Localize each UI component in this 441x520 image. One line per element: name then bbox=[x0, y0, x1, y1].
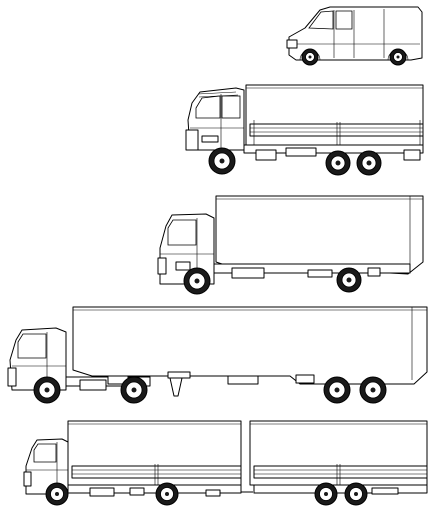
wheel bbox=[325, 150, 351, 176]
wheel bbox=[45, 482, 69, 506]
wheel bbox=[323, 376, 351, 404]
rigid-truck-three-axle bbox=[185, 84, 424, 176]
rigid-box-truck-two-axle bbox=[157, 195, 424, 295]
truck-with-drawbar-trailer bbox=[23, 420, 428, 506]
panel-van bbox=[286, 6, 423, 66]
wheel bbox=[359, 376, 387, 404]
wheel bbox=[356, 150, 382, 176]
wheel bbox=[120, 376, 148, 404]
wheel bbox=[336, 267, 362, 293]
wheel bbox=[314, 482, 338, 506]
articulated-tractor-semitrailer bbox=[7, 306, 428, 404]
wheel bbox=[389, 48, 407, 66]
wheel bbox=[183, 267, 211, 295]
wheel bbox=[301, 48, 319, 66]
wheel bbox=[155, 482, 179, 506]
wheel bbox=[344, 482, 368, 506]
wheel bbox=[208, 147, 236, 175]
wheel bbox=[33, 376, 61, 404]
